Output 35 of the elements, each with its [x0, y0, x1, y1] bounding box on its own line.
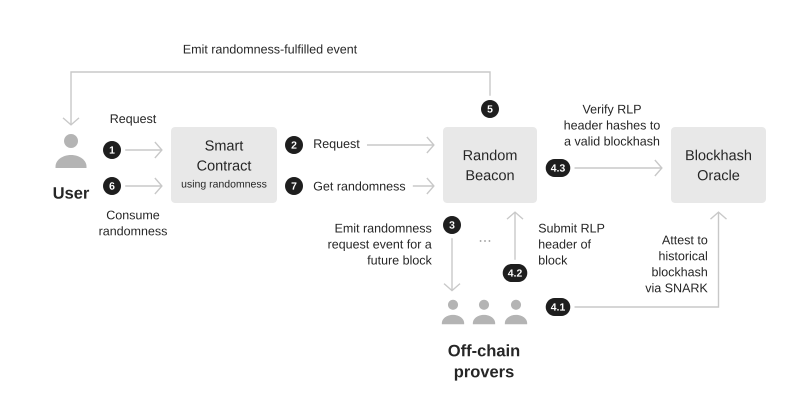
step-label: Request [314, 139, 360, 151]
step-badge: 6 [103, 177, 122, 195]
edge-label: Verify RLP header hashes to a valid blockhash [564, 104, 660, 146]
step-badge: 7 [285, 177, 303, 195]
step-badge: 2 [285, 136, 303, 154]
step-badge: 4.1 [546, 298, 570, 316]
step-label: Get randomness [314, 181, 406, 191]
step-badge: 4.3 [546, 159, 570, 177]
arrow [125, 178, 163, 194]
person-icon [504, 300, 528, 324]
arrow [574, 211, 727, 308]
step-badge: 4.2 [502, 264, 528, 282]
edge-label: Emit randomness request event for a future block [328, 223, 432, 265]
ellipsis: ... [480, 240, 490, 242]
edge-label: Attest to historical blockhash via SNARK [645, 236, 708, 292]
edge-label: Request [110, 114, 156, 126]
step-badge: 5 [481, 100, 499, 118]
process-box: Blockhash Oracle [671, 127, 766, 203]
arrow [574, 160, 663, 176]
process-box: Random Beacon [443, 127, 537, 203]
process-box: Smart Contract using randomness [171, 127, 277, 203]
edge-label: Submit RLP header of block [538, 223, 604, 265]
edge-label: Consume randomness [99, 210, 167, 236]
arrow [506, 211, 524, 260]
step-badge: 3 [443, 216, 461, 234]
person-icon [442, 300, 464, 324]
actor-label: User [54, 187, 90, 199]
arrow [412, 178, 435, 194]
arrow [125, 142, 163, 158]
arrow [62, 71, 491, 126]
edge-label: Emit randomness-fulfilled event [184, 44, 358, 54]
step-badge: 1 [103, 141, 122, 159]
arrow [366, 136, 435, 154]
actor-label: Off-chain provers [448, 344, 520, 381]
arrow [444, 238, 460, 292]
